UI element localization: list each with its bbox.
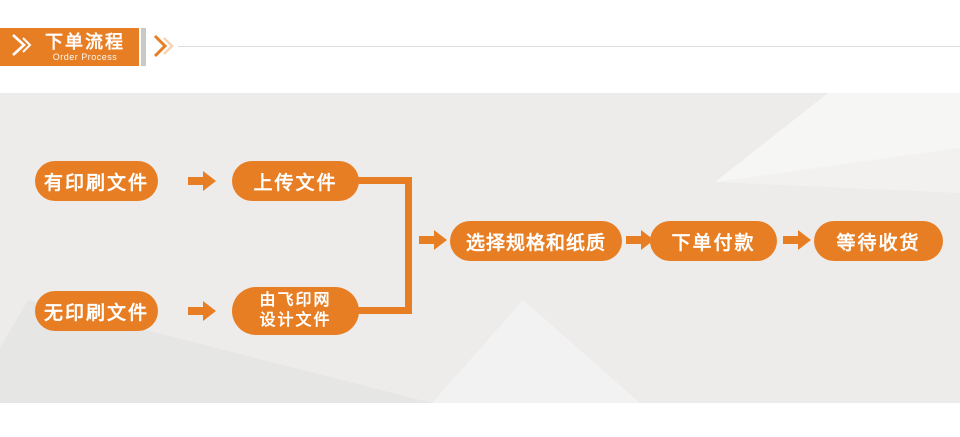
flow-node-upload-file: 上传文件 [232,161,359,201]
section-title-en: Order Process [52,51,118,62]
flow-node-has-print-file: 有印刷文件 [35,161,158,201]
flow-node-pay-order: 下单付款 [650,221,777,261]
flowchart-panel: 有印刷文件 上传文件 无印刷文件 由飞印网 设计文件 选择规格和纸质 [0,93,960,403]
flow-node-wait-delivery: 等待收货 [814,221,943,261]
rule-double-chevron-icon [152,33,180,64]
double-chevron-right-icon [9,31,35,64]
banner-divider-bar [141,28,146,66]
block-arrow-right-icon [626,229,654,256]
flow-node-select-spec-paper: 选择规格和纸质 [450,221,622,261]
block-arrow-right-icon [419,229,447,256]
section-title-banner: 下单流程 Order Process [0,28,139,66]
flow-node-design-by-feiyin: 由飞印网 设计文件 [232,287,359,335]
block-arrow-right-icon [188,300,216,327]
flow-node-no-print-file: 无印刷文件 [35,291,158,331]
header-rule-line [178,46,960,47]
design-node-line2: 设计文件 [259,312,332,329]
design-node-line1: 由飞印网 [259,292,332,309]
block-arrow-right-icon [188,170,216,197]
block-arrow-right-icon [783,229,811,256]
section-title: 下单流程 Order Process [35,32,135,63]
section-title-cn: 下单流程 [45,31,125,52]
merge-connector-bracket [358,177,412,314]
